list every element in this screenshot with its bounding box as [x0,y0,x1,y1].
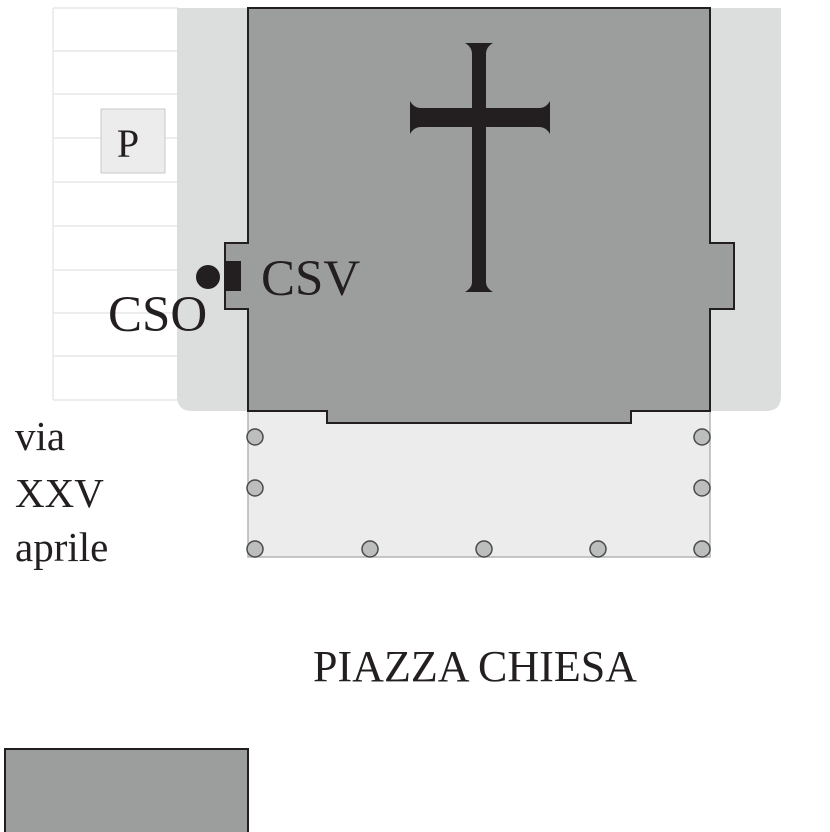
csv-label: CSV [261,251,360,307]
bollard [475,540,493,558]
adjacent-building [4,748,249,832]
cso-label: CSO [108,287,207,343]
bollard [246,540,264,558]
forecourt-bollards [246,428,711,558]
bollard [246,479,264,497]
bollard [589,540,607,558]
bollard [693,479,711,497]
street-name-line-3: aprile [15,524,108,570]
street-name-line-1: via [15,413,65,459]
bollard [693,540,711,558]
bollard [246,428,264,446]
bollard [693,428,711,446]
parking-sign-label: P [117,121,139,166]
csv-marker-icon [224,261,241,291]
cso-marker-icon [196,265,220,289]
street-name-line-2: XXV [15,470,104,516]
parking-sign: P [100,108,166,174]
street-name: via XXV aprile [15,413,108,570]
bollard [361,540,379,558]
church-forecourt [247,410,711,558]
cross-icon [410,43,550,292]
square-label: PIAZZA CHIESA [313,642,637,691]
